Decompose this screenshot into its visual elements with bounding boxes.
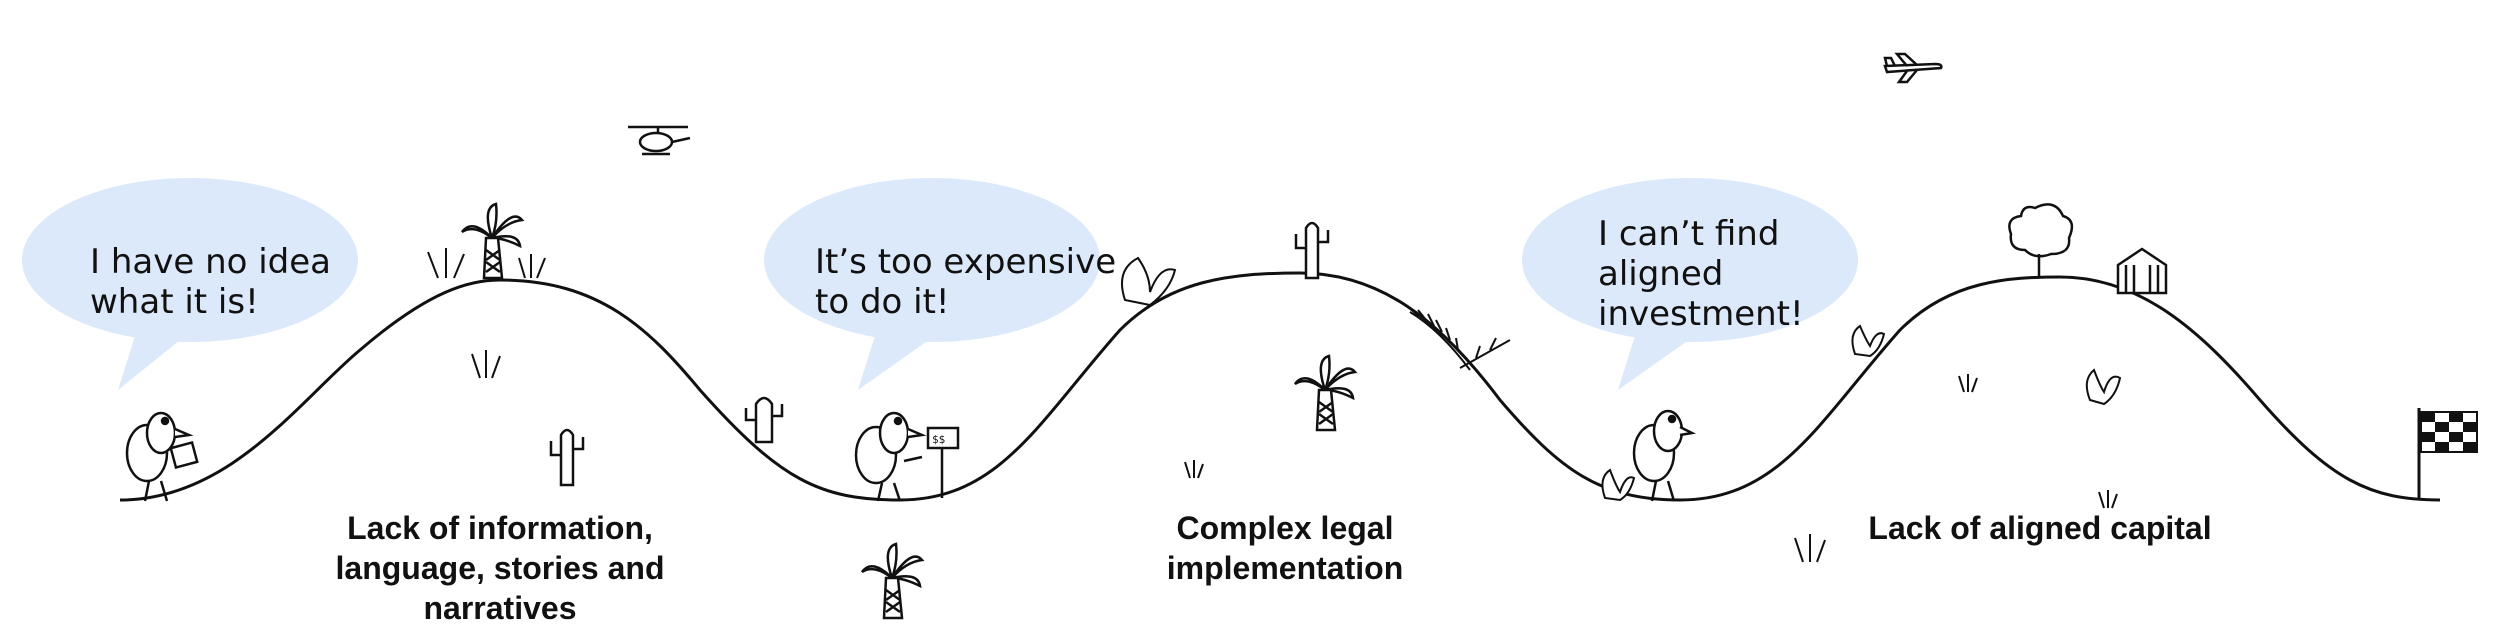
barrier-caption-2: Complex legal implementation [1100, 508, 1470, 588]
speech-line: It’s too expensive [815, 242, 1117, 282]
caption-line: Complex legal [1176, 510, 1394, 546]
speech-line: aligned [1598, 254, 1724, 294]
barrier-caption-3: Lack of aligned capital [1820, 508, 2260, 548]
airplane-icon [1883, 52, 1943, 84]
speech-line: to do it! [815, 282, 950, 322]
speech-bubble-2-text: It’s too expensive to do it! [815, 242, 1116, 322]
speech-line: investment! [1598, 294, 1804, 334]
cactus-icon [744, 396, 784, 444]
speech-bubble-2 [764, 178, 1100, 390]
speech-line: I have no idea [90, 242, 332, 282]
palm-tree-icon [460, 202, 525, 280]
bush-icon [1121, 256, 2122, 502]
grass-tuft-icon [427, 248, 2118, 563]
svg-text:$$: $$ [932, 433, 945, 446]
caption-line: narratives [423, 590, 577, 626]
cactus-icon [549, 428, 585, 487]
signpost-icon: $$ [926, 426, 960, 498]
caption-line: Lack of aligned capital [1868, 510, 2212, 546]
speech-bubble-1-text: I have no idea what it is! [90, 242, 331, 322]
helicopter-icon [628, 125, 691, 156]
palm-tree-icon [1293, 354, 1358, 432]
palm-tree-icon [860, 542, 925, 620]
tree-icon [2008, 203, 2074, 278]
caption-line: implementation [1166, 550, 1404, 586]
barrier-caption-1: Lack of information, language, stories a… [300, 508, 700, 628]
caption-line: language, stories and [335, 550, 665, 586]
hiker-with-backpack-icon [1632, 409, 1696, 502]
fern-leaf-icon [1409, 307, 1511, 371]
speech-line: I can’t find [1598, 214, 1780, 254]
speech-bubble-3-text: I can’t find aligned investment! [1598, 214, 1804, 334]
house-icon [2116, 247, 2168, 295]
cactus-icon [1294, 221, 1330, 280]
hiker-with-backpack-icon [125, 411, 199, 502]
hiker-with-backpack-icon [854, 411, 927, 502]
speech-line: what it is! [90, 282, 259, 322]
speech-bubble-1 [22, 178, 358, 390]
speech-bubble-3 [1522, 178, 1858, 390]
caption-line: Lack of information, [347, 510, 653, 546]
mountain-path [119, 271, 2441, 502]
checkered-flag-icon [2417, 408, 2478, 500]
